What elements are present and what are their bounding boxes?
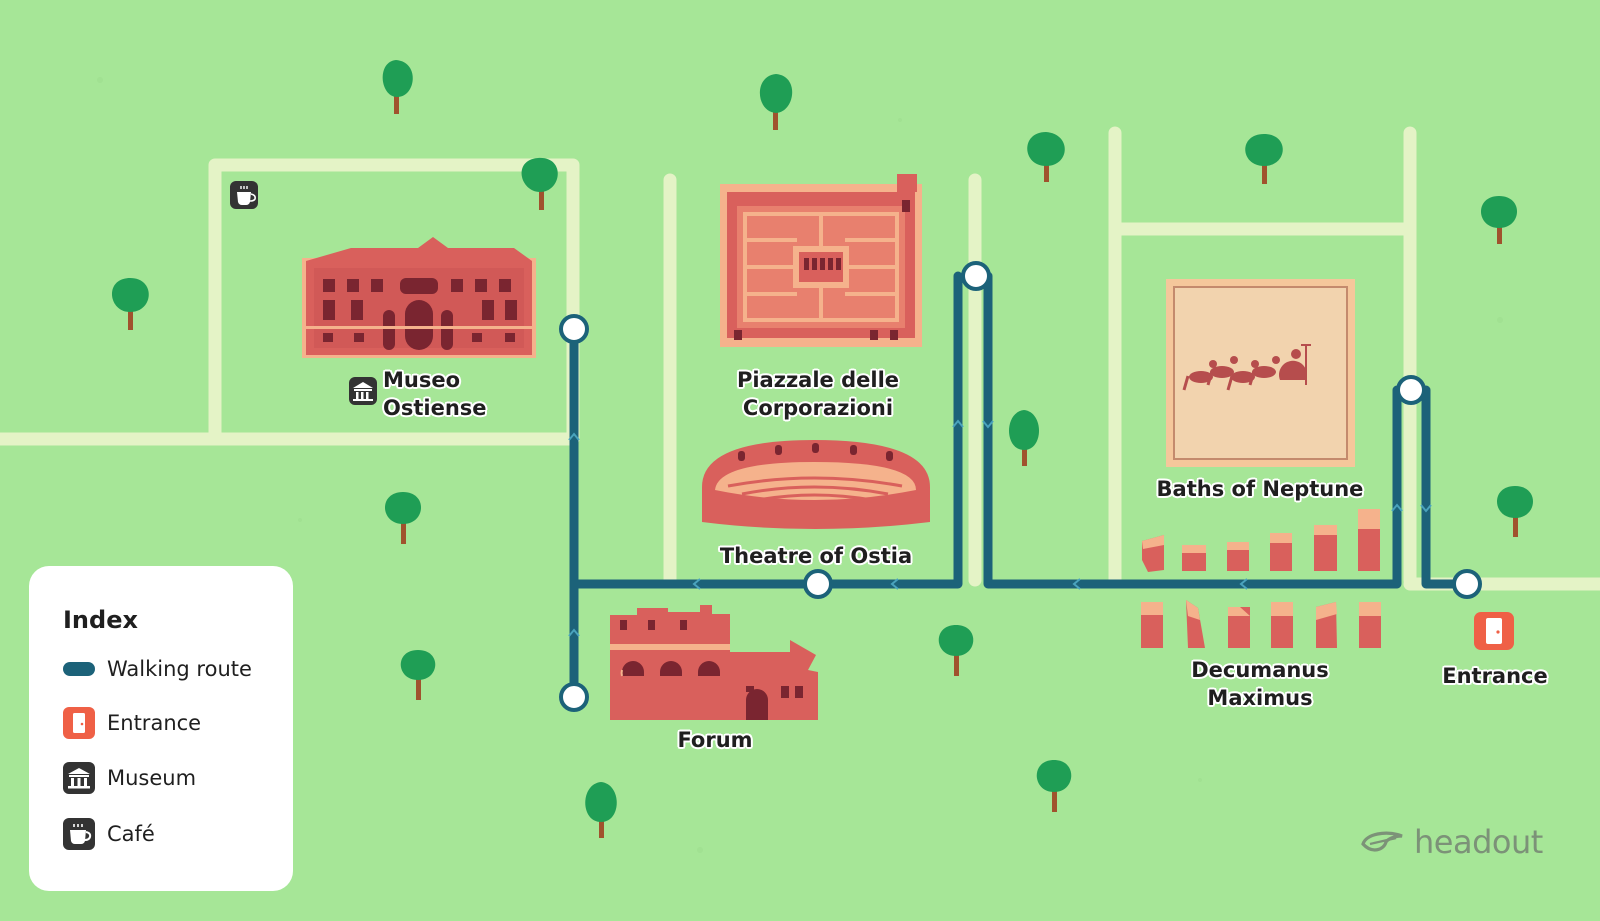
legend-label: Café — [107, 822, 155, 846]
label-forum: Forum — [677, 728, 753, 752]
door-icon — [1474, 612, 1514, 650]
route-direction-marks — [568, 419, 1432, 637]
route-nodes — [559, 261, 1482, 712]
tree-icon — [1245, 134, 1283, 184]
label-decumanus: Decumanus Maximus — [1170, 656, 1350, 712]
tree-icon — [382, 60, 413, 114]
label-baths: Baths of Neptune — [1156, 477, 1364, 501]
label-line: Decumanus — [1191, 658, 1329, 682]
tree-icon — [1027, 132, 1065, 182]
label-line: Museo — [383, 368, 461, 392]
tree-icon — [938, 625, 974, 676]
brand-logo: headout — [1360, 823, 1543, 861]
neptune-chariot-mosaic — [1182, 344, 1311, 391]
baths-building — [1166, 279, 1355, 467]
path-museum-loop — [208, 158, 580, 446]
tree-icon — [111, 278, 149, 330]
museo-ostiense-building — [302, 237, 536, 358]
legend-item-entrance: Entrance — [63, 706, 201, 740]
legend-item-museum: Museum — [63, 761, 196, 795]
label-museo-ostiense: Museo Ostiense — [383, 366, 487, 422]
cafe-icon — [230, 181, 258, 209]
route-swatch — [63, 653, 95, 685]
label-line: Piazzale delle — [736, 368, 900, 392]
legend-title: Index — [63, 606, 138, 634]
label-line: Ostiense — [383, 396, 487, 420]
tree-icon — [1009, 410, 1039, 466]
tree-icon — [1496, 486, 1534, 537]
label-entrance: Entrance — [1442, 664, 1548, 688]
grass-texture — [97, 77, 1503, 853]
trees — [111, 60, 1534, 838]
label-line: Corporazioni — [742, 396, 894, 420]
label-theatre: Theatre of Ostia — [719, 544, 913, 568]
door-icon — [63, 707, 95, 739]
museum-icon — [63, 762, 95, 794]
piazzale-building — [720, 174, 922, 347]
tree-icon — [1036, 760, 1072, 812]
decumanus-columns — [1141, 509, 1381, 648]
tree-icon — [384, 492, 422, 544]
map-legend: Index Walking route Entrance Museum Café — [29, 566, 293, 891]
legend-label: Entrance — [107, 711, 202, 735]
label-piazzale: Piazzale delle Corporazioni — [718, 366, 918, 422]
tree-icon — [759, 74, 793, 130]
headout-logo-icon — [1361, 831, 1403, 852]
footpaths — [0, 126, 1600, 591]
forum-building — [610, 605, 818, 720]
label-line: Maximus — [1207, 686, 1313, 710]
tree-icon — [1480, 196, 1518, 244]
theatre-building — [702, 440, 930, 529]
legend-label: Walking route — [107, 657, 252, 681]
legend-item-walking-route: Walking route — [63, 652, 252, 686]
cup-icon — [63, 818, 95, 850]
museum-icon — [349, 377, 377, 405]
tree-icon — [400, 650, 436, 700]
brand-name: headout — [1414, 823, 1543, 861]
legend-item-cafe: Café — [63, 817, 155, 851]
tree-icon — [585, 782, 617, 838]
legend-label: Museum — [107, 766, 197, 790]
tree-icon — [521, 157, 558, 210]
